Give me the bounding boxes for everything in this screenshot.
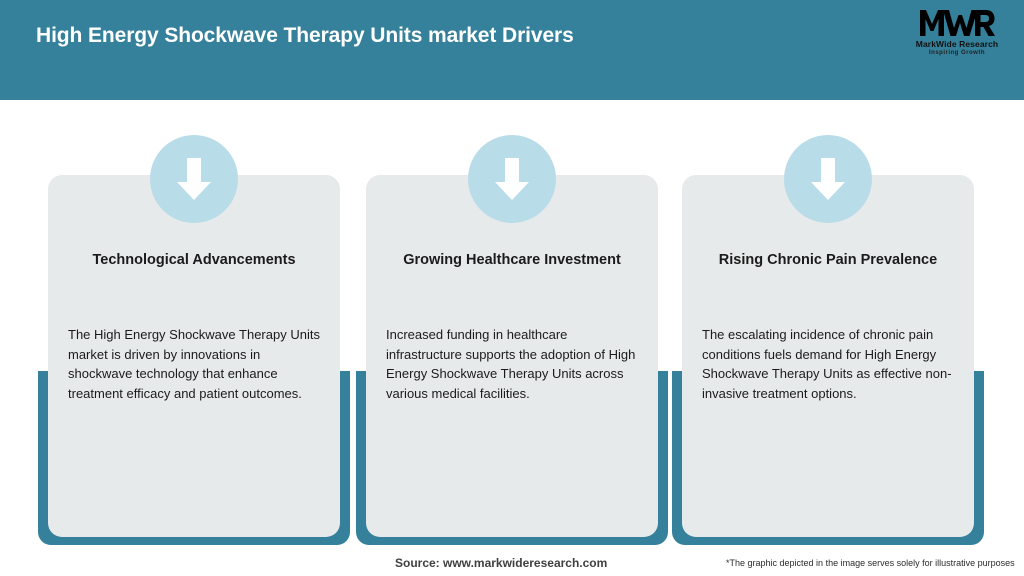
brand-logo: MarkWide Research Inspiring Growth (906, 8, 1008, 60)
card-heading: Rising Chronic Pain Prevalence (718, 252, 938, 268)
card-panel: Growing Healthcare Investment Increased … (366, 135, 658, 537)
card-body-text: Increased funding in healthcare infrastr… (386, 327, 636, 401)
card-heading: Growing Healthcare Investment (403, 252, 621, 268)
card-body-text: The escalating incidence of chronic pain… (702, 327, 952, 401)
card-panel: Rising Chronic Pain Prevalence The escal… (682, 135, 974, 537)
mwr-logo-icon (906, 8, 1008, 38)
card-heading: Technological Advancements (92, 252, 296, 268)
down-arrow-icon (784, 135, 872, 223)
page-title: High Energy Shockwave Therapy Units mark… (36, 24, 574, 47)
disclaimer-label: *The graphic depicted in the image serve… (726, 558, 1015, 568)
down-arrow-icon (468, 135, 556, 223)
down-arrow-icon (150, 135, 238, 223)
card-body-text: The High Energy Shockwave Therapy Units … (68, 327, 320, 401)
header-bar: High Energy Shockwave Therapy Units mark… (0, 0, 1024, 100)
logo-company-name: MarkWide Research (915, 39, 999, 49)
logo-tagline: Inspiring Growth (929, 50, 985, 56)
card-panel: Technological Advancements The High Ener… (48, 135, 340, 537)
source-label: Source: www.markwideresearch.com (395, 556, 608, 570)
